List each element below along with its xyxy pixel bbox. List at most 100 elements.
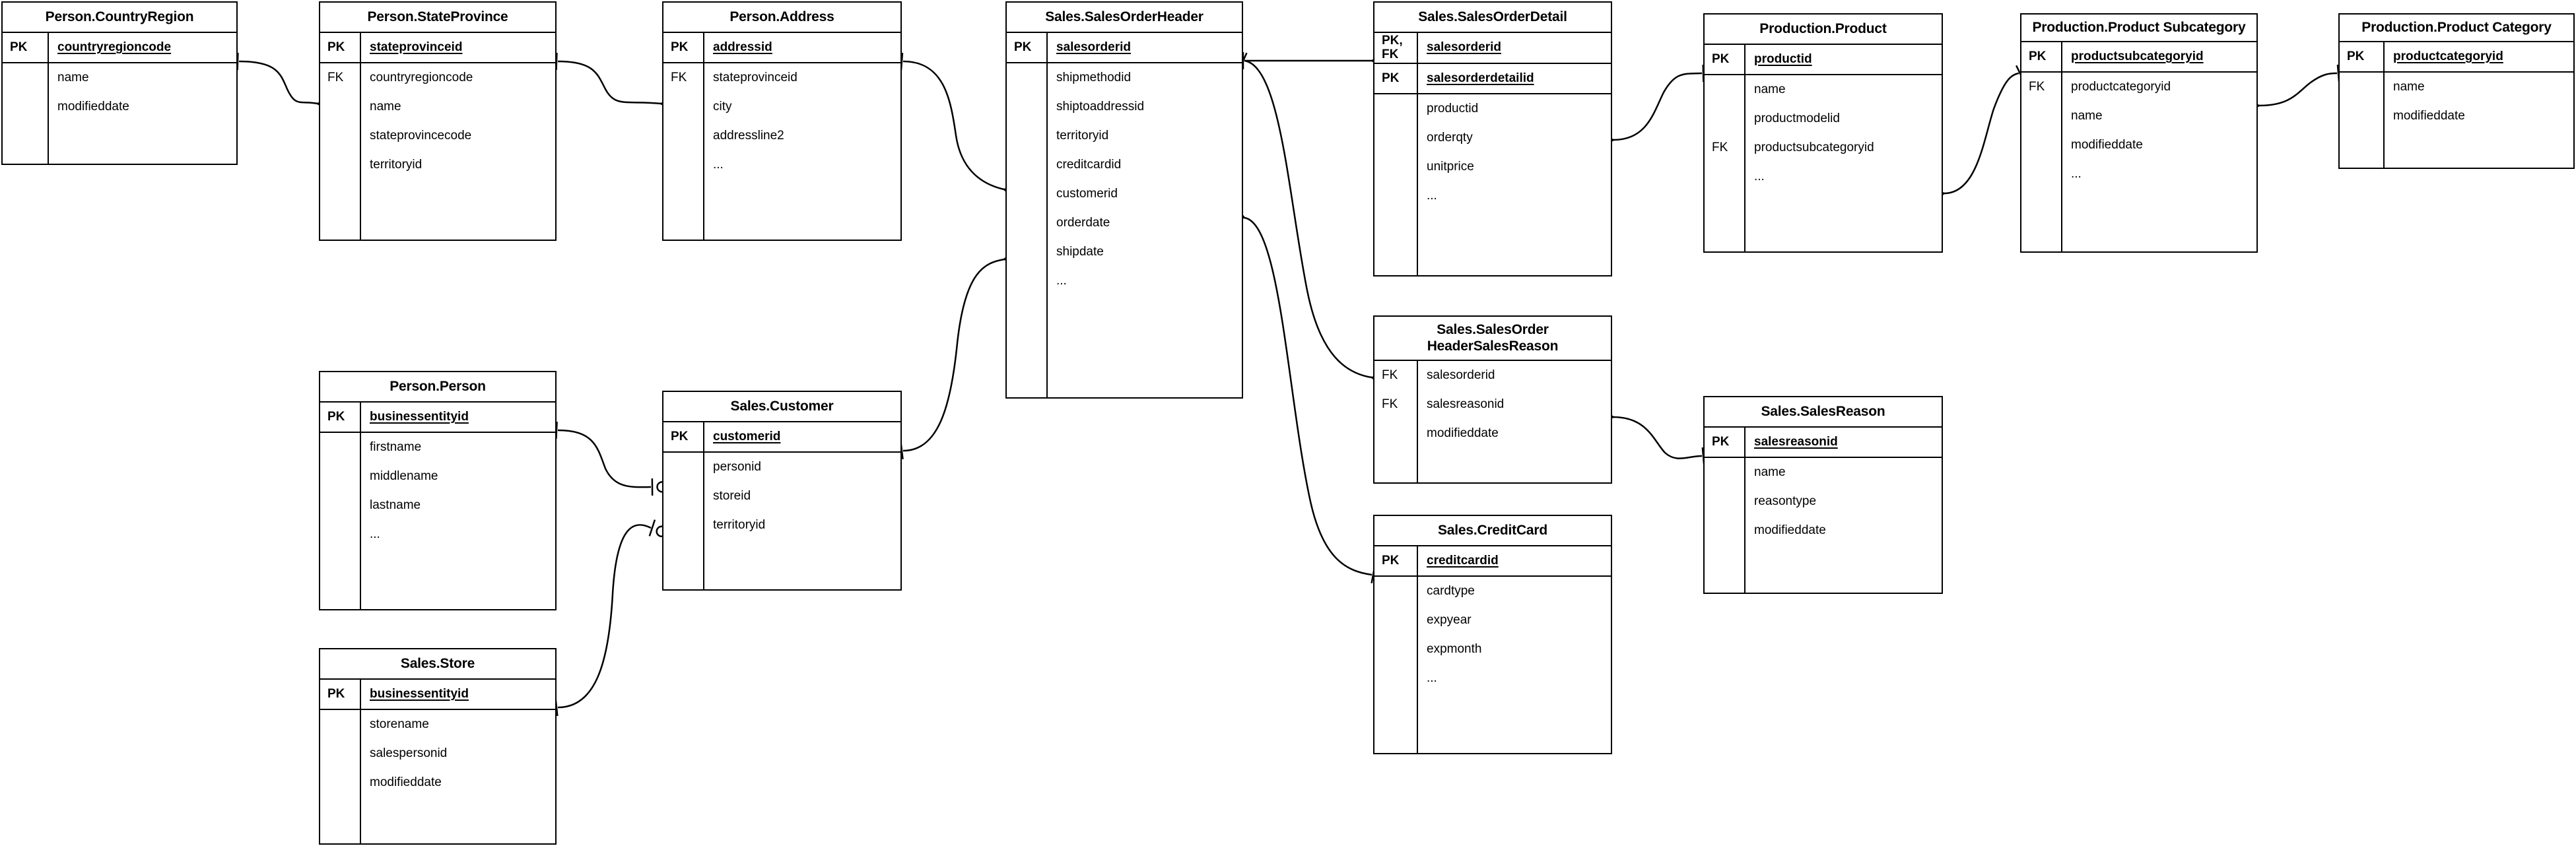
field-column: customerid (704, 422, 900, 451)
pk-row: PK productcategoryid (2340, 42, 2573, 73)
key-label (1374, 635, 1417, 664)
spacer (2062, 189, 2256, 251)
relationship-line (557, 60, 661, 105)
field-name: salesreasonid (1427, 397, 1505, 411)
key-column: PK (2340, 42, 2385, 71)
relationship-line (557, 524, 652, 709)
entity-title-product-subcategory: Production.Product Subcategory (2021, 15, 2256, 42)
key-column (1705, 458, 1746, 593)
relationship-rel-salesorderheader-creditcard (1225, 203, 1376, 584)
field-name: lastname (370, 498, 421, 512)
relationship-line (1613, 72, 1703, 141)
field-name: addressline2 (713, 129, 784, 143)
key-label: FK (327, 71, 344, 84)
field-name: productsubcategoryid (1754, 141, 1874, 154)
entity-title-credit-card: Sales.CreditCard (1374, 516, 1611, 546)
key-column: PK (320, 33, 361, 62)
spacer (1048, 296, 1242, 397)
key-label (1374, 181, 1417, 211)
field-name: name (1754, 465, 1786, 479)
field-name: shiptoaddressid (1056, 100, 1145, 114)
key-column: PK (663, 33, 704, 62)
field-name: ... (1427, 189, 1437, 203)
key-column: PK, FK (1374, 33, 1418, 63)
entity-title-product-category: Production.Product Category (2340, 15, 2573, 42)
key-label (1374, 94, 1417, 123)
field-name: productcategoryid (2393, 49, 2503, 63)
entity-title-address: Person.Address (663, 3, 900, 33)
field-name: productcategoryid (2071, 80, 2171, 94)
key-label (3, 92, 48, 121)
key-column: PK (320, 403, 361, 432)
key-column (2340, 73, 2385, 168)
key-label (1007, 63, 1046, 92)
key-label: PK (671, 40, 689, 54)
spacer (1746, 191, 1942, 251)
key-column: FK (1705, 75, 1746, 251)
one-bar-marker (648, 519, 656, 537)
key-label: PK (671, 430, 689, 443)
key-label: FK (1382, 368, 1398, 382)
key-label (1007, 267, 1046, 296)
field-name: ... (1427, 671, 1437, 685)
spacer (3, 121, 48, 164)
key-label (1007, 179, 1046, 209)
relationship-line (1613, 416, 1703, 459)
key-label (1374, 123, 1417, 152)
field-name: name (1754, 82, 1786, 96)
field-name: modifieddate (1754, 523, 1826, 537)
relationship-rel-address-salesorderheader (900, 52, 1023, 202)
field-name: personid (713, 460, 761, 474)
key-label (663, 482, 703, 511)
field-name: productid (1754, 52, 1812, 66)
field-name: orderdate (1056, 216, 1110, 230)
field-name: creditcardid (1056, 158, 1122, 172)
key-label (1374, 152, 1417, 181)
field-name: productid (1427, 102, 1479, 115)
spacer (320, 797, 360, 843)
relationship-rel-customer-salesorderheader (900, 247, 1023, 460)
field-name: modifieddate (2071, 138, 2143, 152)
relationship-line (238, 60, 318, 105)
key-column: PK (1705, 428, 1746, 457)
key-column (3, 63, 49, 164)
relationship-line (2258, 72, 2338, 107)
key-label (1374, 577, 1417, 606)
relationship-rel-stateprovince-address (555, 52, 679, 113)
spacer (1374, 693, 1417, 753)
entity-title-person: Person.Person (320, 372, 555, 403)
key-label (2340, 73, 2383, 102)
entity-title-state-province: Person.StateProvince (320, 3, 555, 33)
field-column: businessentityid (361, 680, 555, 709)
spacer (1418, 693, 1611, 753)
field-name: storeid (713, 489, 751, 503)
spacer (1374, 448, 1417, 482)
field-name: ... (1754, 170, 1765, 183)
entity-title-sales-order-header: Sales.SalesOrderHeader (1007, 3, 1242, 33)
field-name: modifieddate (370, 775, 442, 789)
